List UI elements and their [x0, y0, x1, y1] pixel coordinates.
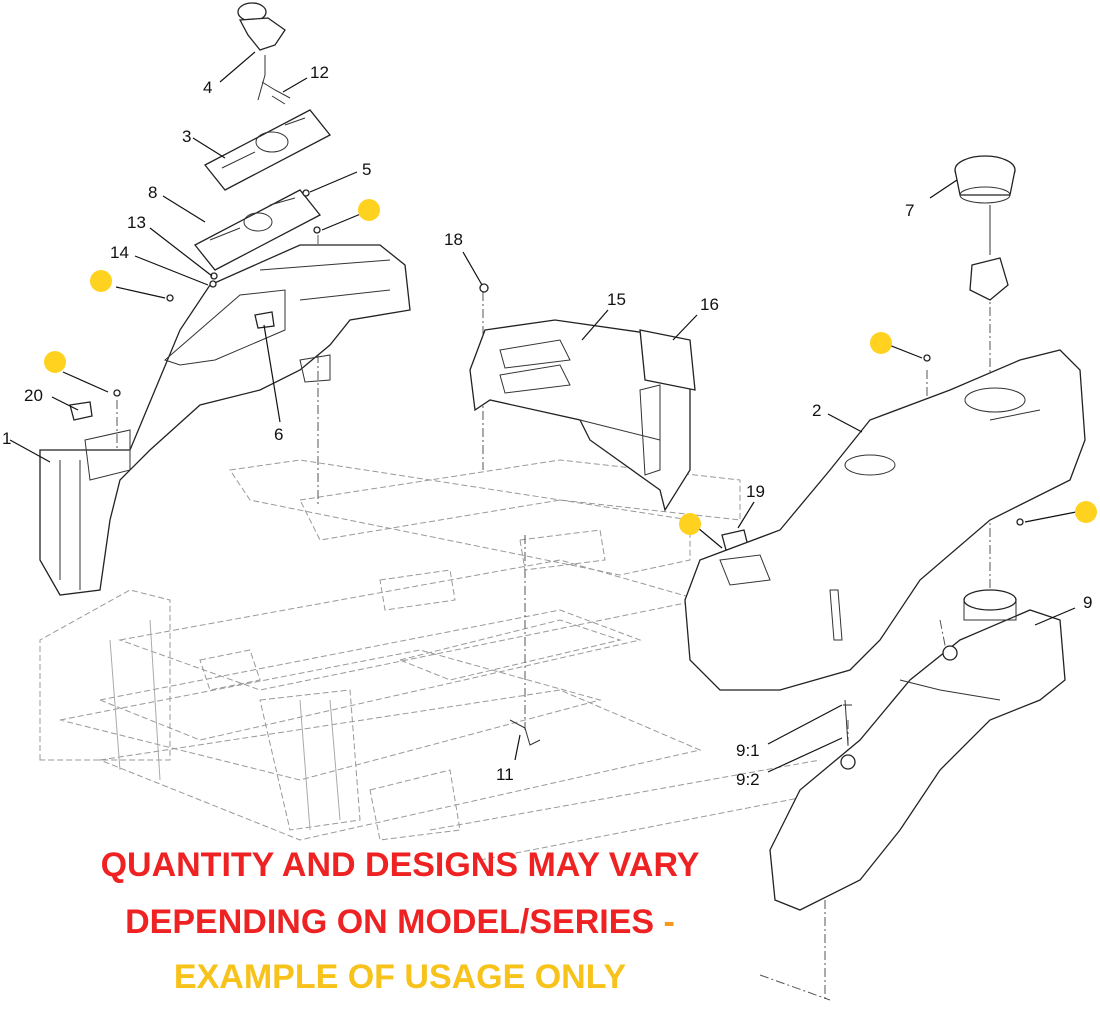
callout-13: 13: [127, 213, 146, 232]
highlight-marker: [870, 332, 892, 354]
notice-line-2-text: DEPENDING ON MODEL/SERIES: [125, 903, 655, 941]
callout-19: 19: [746, 482, 765, 501]
callout-16: 16: [700, 295, 719, 314]
callout-8: 8: [148, 183, 157, 202]
control-plate-part-3: [203, 109, 332, 191]
callout-15: 15: [607, 290, 626, 309]
highlight-markers: [44, 199, 1097, 535]
callout-7: 7: [905, 201, 914, 220]
fuel-cap-part-7: [954, 155, 1016, 301]
highlight-marker: [1075, 501, 1097, 523]
right-fender-part-2: [684, 349, 1086, 691]
switch-part-6: [254, 311, 275, 329]
callout-6: 6: [274, 425, 283, 444]
decal-part-16: [639, 329, 696, 391]
callout-4: 4: [203, 78, 212, 97]
leader-lines: [9, 51, 1077, 773]
notice-line-1: QUANTITY AND DESIGNS MAY VARY: [100, 846, 700, 884]
callout-5: 5: [362, 160, 371, 179]
highlight-marker: [44, 351, 66, 373]
callout-12: 12: [310, 63, 329, 82]
wire-part-11: [509, 719, 541, 746]
lever-part-12: [261, 81, 291, 105]
fuel-tank-part-9: [769, 589, 1066, 911]
bracket-part-20: [69, 401, 93, 421]
chassis-frame: [39, 459, 841, 861]
notice-line-2-dash: -: [654, 903, 675, 941]
callout-1: 1: [2, 429, 11, 448]
highlight-marker: [90, 270, 112, 292]
callout-9: 9: [1083, 593, 1092, 612]
left-fender-part-1: [39, 244, 411, 596]
highlight-marker: [679, 513, 701, 535]
highlight-marker: [358, 199, 380, 221]
callout-3: 3: [182, 127, 191, 146]
panel-plate-part-8: [193, 189, 322, 271]
throttle-knob-part-4: [237, 2, 286, 101]
callout-labels: 4 12 3 5 8 13 14 6 20 1 18 15 16 7 2 19 …: [2, 63, 1092, 789]
notice-line-3: EXAMPLE OF USAGE ONLY: [173, 958, 627, 996]
callout-11: 11: [496, 765, 514, 784]
callout-14: 14: [110, 243, 129, 262]
notice-line-2: DEPENDING ON MODEL/SERIES -: [0, 903, 800, 942]
callout-9-1: 9:1: [736, 741, 760, 760]
callout-20: 20: [24, 386, 43, 405]
callout-9-2: 9:2: [736, 770, 760, 789]
callout-2: 2: [812, 401, 821, 420]
callout-18: 18: [444, 230, 463, 249]
